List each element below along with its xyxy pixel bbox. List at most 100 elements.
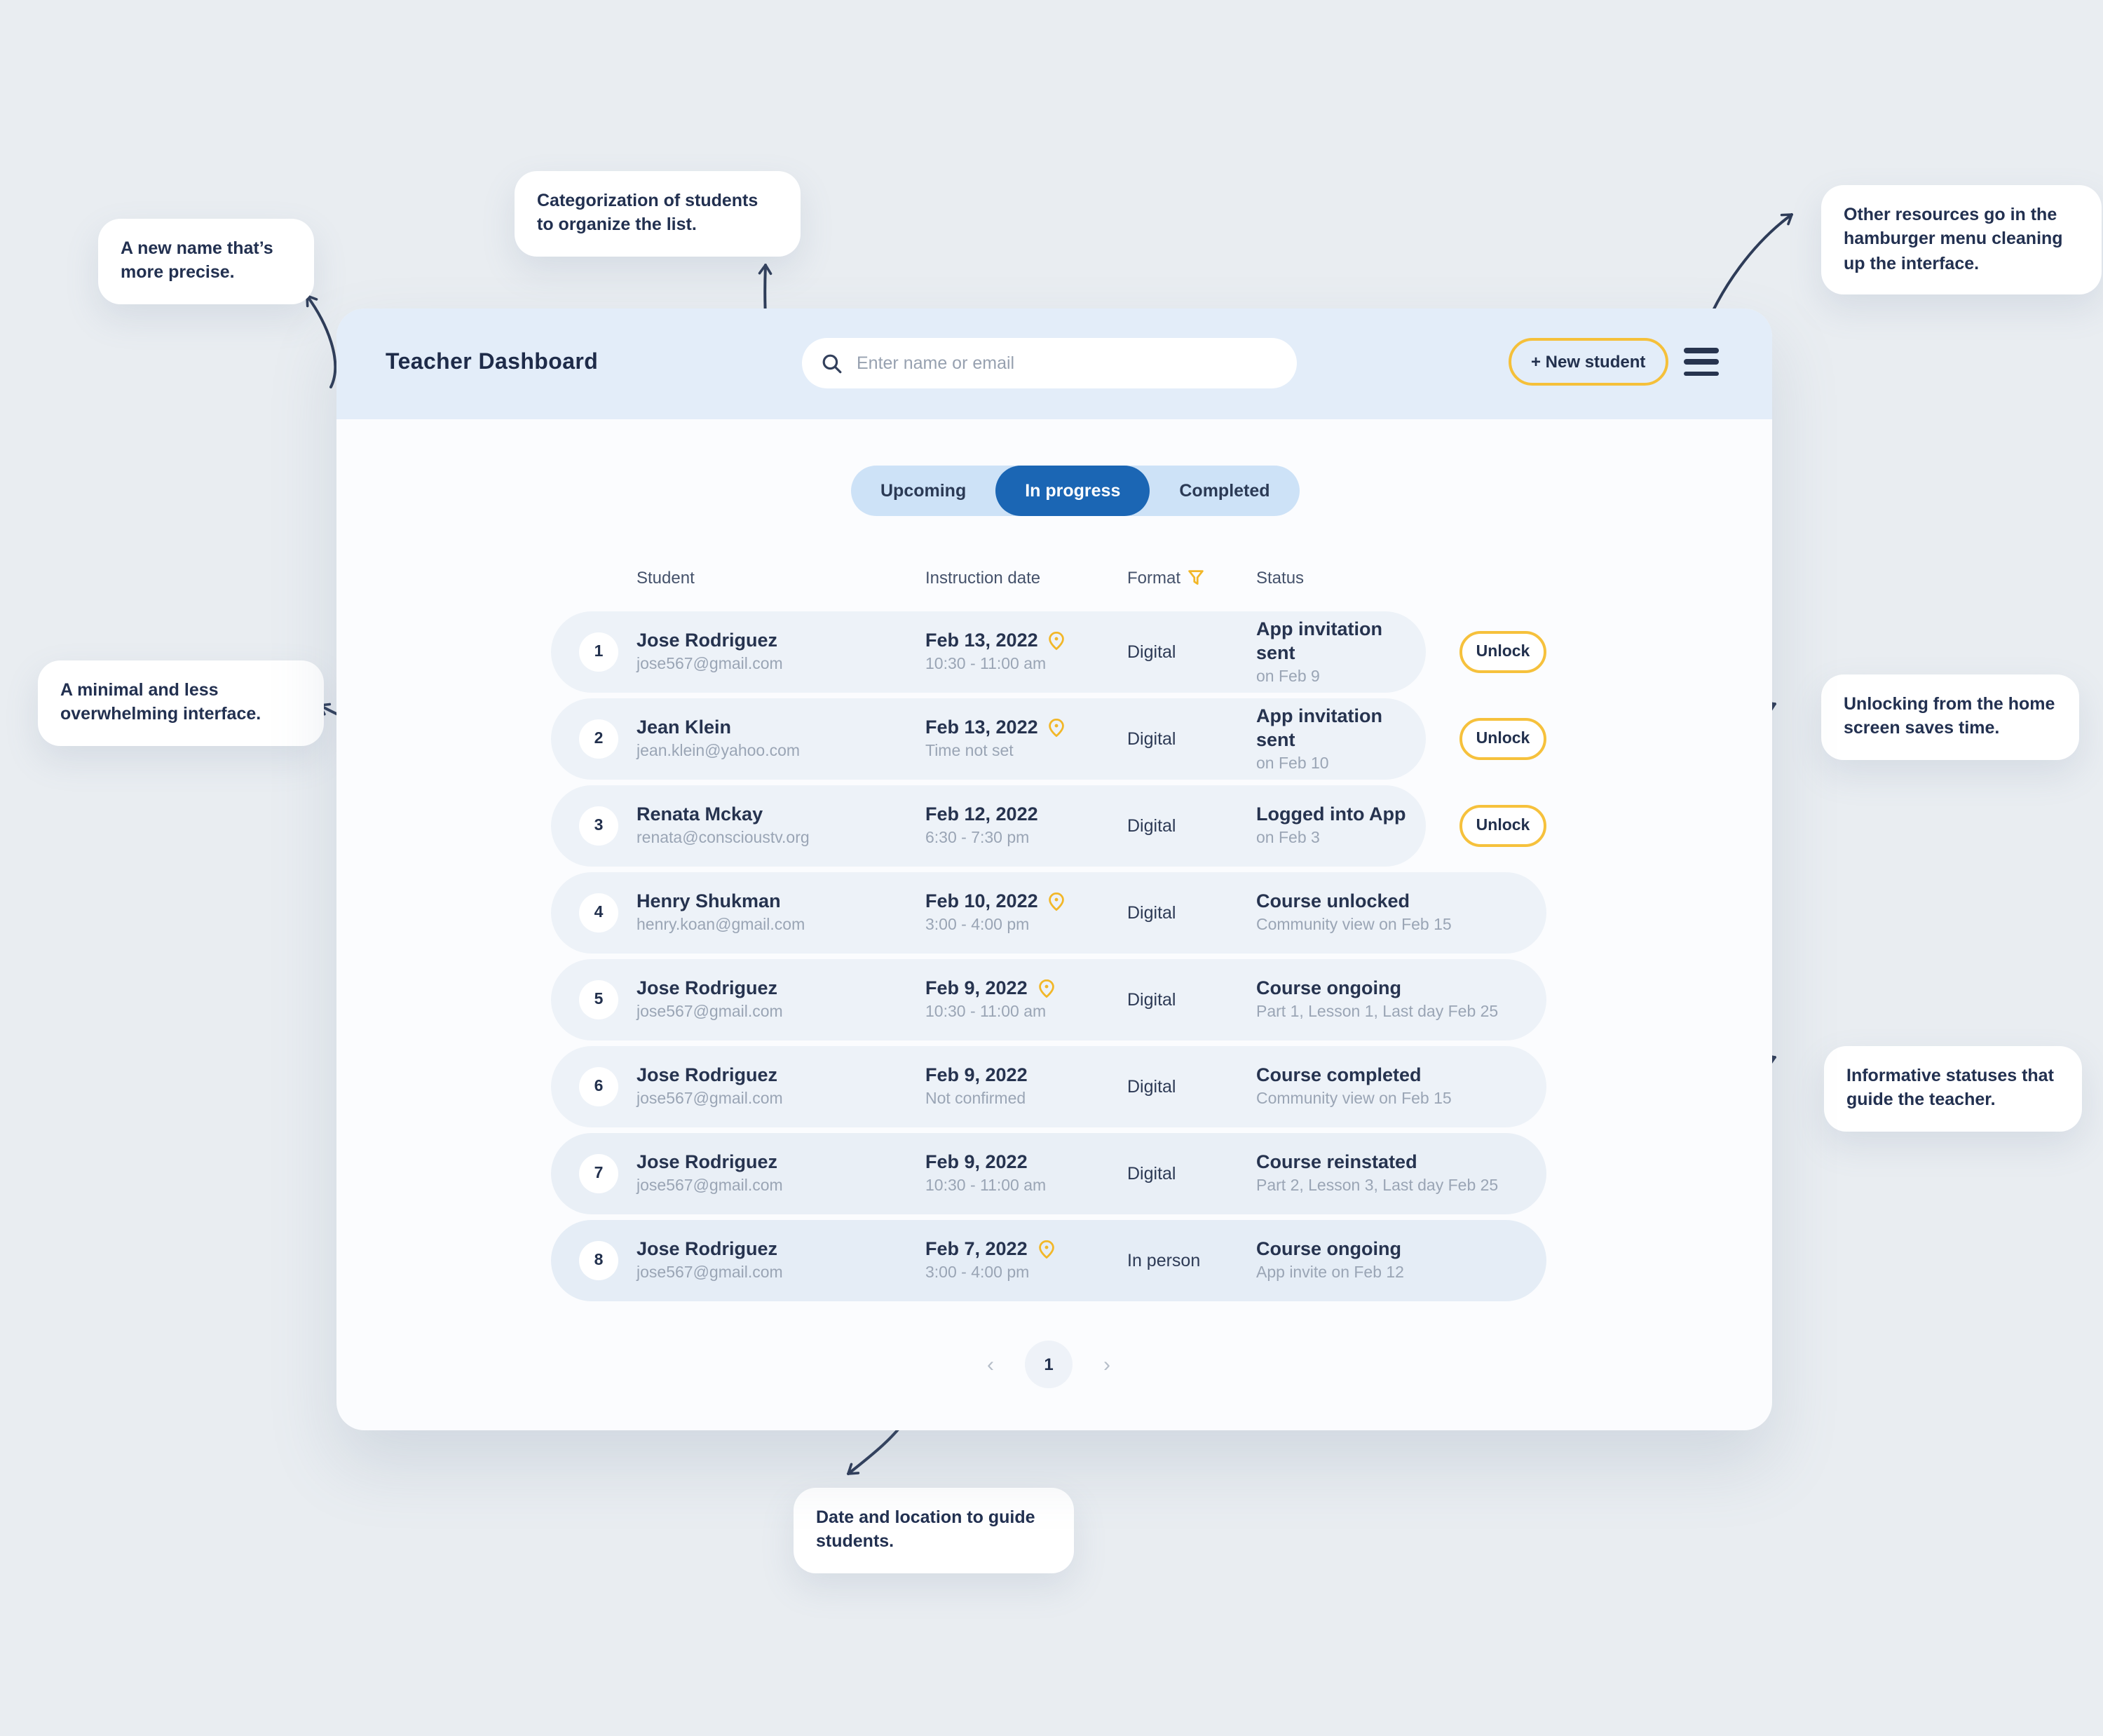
student-email: henry.koan@gmail.com xyxy=(637,917,805,934)
status-title: Course unlocked xyxy=(1256,890,1410,911)
instruction-date: Feb 10, 2022 xyxy=(925,890,1038,911)
unlock-button[interactable]: Unlock xyxy=(1459,631,1546,673)
student-row[interactable]: 2 Jean Klein jean.klein@yahoo.com Feb 13… xyxy=(551,698,1426,780)
format-value: Digital xyxy=(1127,1164,1176,1184)
student-row[interactable]: 5 Jose Rodriguez jose567@gmail.com Feb 9… xyxy=(551,959,1546,1040)
instruction-time: 3:00 - 4:00 pm xyxy=(925,917,1030,934)
student-name: Renata Mckay xyxy=(637,803,763,825)
instruction-date-cell: Feb 9, 2022 10:30 - 11:00 am xyxy=(925,1150,1127,1198)
row-number: 2 xyxy=(594,731,604,747)
format-value: Digital xyxy=(1127,729,1176,749)
student-name: Jose Rodriguez xyxy=(637,1064,778,1085)
format-filter-icon[interactable] xyxy=(1187,569,1204,586)
callout-bubble: Date and location to guide students. xyxy=(794,1488,1074,1573)
search-input[interactable] xyxy=(854,352,1280,374)
table-header-row: Student Instruction date Format Status xyxy=(551,564,1546,592)
unlock-button[interactable]: Unlock xyxy=(1459,718,1546,760)
location-pin-icon xyxy=(1049,630,1065,650)
table-row: 4 Henry Shukman henry.koan@gmail.com Feb… xyxy=(551,872,1546,954)
add-new-student-button[interactable]: + New student xyxy=(1509,338,1668,386)
tab-completed[interactable]: Completed xyxy=(1150,466,1299,516)
table-row: 3 Renata Mckay renata@conscioustv.org Fe… xyxy=(551,785,1546,867)
student-name: Jean Klein xyxy=(637,717,732,738)
row-number-badge: 7 xyxy=(579,1154,618,1193)
table-row: 5 Jose Rodriguez jose567@gmail.com Feb 9… xyxy=(551,959,1546,1040)
student-name: Henry Shukman xyxy=(637,890,781,911)
unlock-button[interactable]: Unlock xyxy=(1459,805,1546,847)
status-tabs: Upcoming In progress Completed xyxy=(851,466,1300,516)
status-detail: Part 2, Lesson 3, Last day Feb 25 xyxy=(1256,1178,1499,1195)
table-row: 1 Jose Rodriguez jose567@gmail.com Feb 1… xyxy=(551,611,1546,693)
hamburger-menu-icon[interactable] xyxy=(1684,348,1719,376)
student-cell: Renata Mckay renata@conscioustv.org xyxy=(637,802,925,850)
student-email: jose567@gmail.com xyxy=(637,1265,783,1282)
callout-bubble: Informative statuses that guide the teac… xyxy=(1824,1046,2082,1131)
column-header-status: Status xyxy=(1256,568,1305,588)
format-value: Digital xyxy=(1127,990,1176,1010)
location-pin-icon xyxy=(1038,978,1054,998)
callout-bubble: Categorization of students to organize t… xyxy=(515,171,801,256)
instruction-date-cell: Feb 9, 2022 10:30 - 11:00 am xyxy=(925,976,1127,1024)
student-cell: Jose Rodriguez jose567@gmail.com xyxy=(637,1063,925,1111)
next-page-button[interactable]: › xyxy=(1098,1352,1116,1376)
instruction-date-cell: Feb 7, 2022 3:00 - 4:00 pm xyxy=(925,1237,1127,1284)
search-field[interactable] xyxy=(802,338,1297,388)
student-cell: Jose Rodriguez jose567@gmail.com xyxy=(637,976,925,1024)
search-icon xyxy=(822,353,842,373)
student-table-body: 1 Jose Rodriguez jose567@gmail.com Feb 1… xyxy=(551,611,1546,1307)
student-name: Jose Rodriguez xyxy=(637,1238,778,1259)
student-row[interactable]: 1 Jose Rodriguez jose567@gmail.com Feb 1… xyxy=(551,611,1426,693)
row-number: 8 xyxy=(594,1252,604,1269)
instruction-date-cell: Feb 10, 2022 3:00 - 4:00 pm xyxy=(925,889,1127,937)
format-value: Digital xyxy=(1127,903,1176,923)
location-pin-icon xyxy=(1049,891,1065,911)
row-number: 7 xyxy=(594,1165,604,1182)
status-cell: App invitation sent on Feb 10 xyxy=(1256,703,1426,775)
previous-page-button[interactable]: ‹ xyxy=(981,1352,1000,1376)
table-row: 7 Jose Rodriguez jose567@gmail.com Feb 9… xyxy=(551,1133,1546,1214)
tab-in-progress[interactable]: In progress xyxy=(995,466,1150,516)
student-cell: Jose Rodriguez jose567@gmail.com xyxy=(637,628,925,676)
instruction-date: Feb 9, 2022 xyxy=(925,1151,1028,1172)
instruction-time: 10:30 - 11:00 am xyxy=(925,1178,1047,1195)
student-row[interactable]: 4 Henry Shukman henry.koan@gmail.com Feb… xyxy=(551,872,1546,954)
status-title: Course ongoing xyxy=(1256,1238,1401,1259)
status-detail: App invite on Feb 12 xyxy=(1256,1265,1404,1282)
row-number: 1 xyxy=(594,644,604,660)
tab-upcoming[interactable]: Upcoming xyxy=(851,466,995,516)
instruction-time: 10:30 - 11:00 am xyxy=(925,1004,1047,1021)
format-value: In person xyxy=(1127,1251,1201,1270)
student-email: jose567@gmail.com xyxy=(637,1004,783,1021)
student-row[interactable]: 6 Jose Rodriguez jose567@gmail.com Feb 9… xyxy=(551,1046,1546,1127)
row-number: 3 xyxy=(594,818,604,834)
current-page-button[interactable]: 1 xyxy=(1025,1341,1073,1388)
arrow-title-to-callout xyxy=(306,294,337,388)
column-header-instruction-date: Instruction date xyxy=(925,568,1041,588)
row-number-badge: 3 xyxy=(579,806,618,846)
status-cell: Course reinstated Part 2, Lesson 3, Last… xyxy=(1256,1150,1546,1198)
table-row: 8 Jose Rodriguez jose567@gmail.com Feb 7… xyxy=(551,1220,1546,1301)
location-pin-icon xyxy=(1038,1239,1054,1259)
instruction-date: Feb 13, 2022 xyxy=(925,717,1038,738)
student-row[interactable]: 3 Renata Mckay renata@conscioustv.org Fe… xyxy=(551,785,1426,867)
row-number: 5 xyxy=(594,991,604,1008)
row-number-badge: 4 xyxy=(579,893,618,933)
student-name: Jose Rodriguez xyxy=(637,1151,778,1172)
student-row[interactable]: 7 Jose Rodriguez jose567@gmail.com Feb 9… xyxy=(551,1133,1546,1214)
student-cell: Jean Klein jean.klein@yahoo.com xyxy=(637,715,925,763)
column-header-student: Student xyxy=(637,568,695,588)
student-row[interactable]: 8 Jose Rodriguez jose567@gmail.com Feb 7… xyxy=(551,1220,1546,1301)
status-detail: on Feb 10 xyxy=(1256,755,1329,772)
instruction-time: 6:30 - 7:30 pm xyxy=(925,830,1030,847)
format-value: Digital xyxy=(1127,642,1176,662)
student-name: Jose Rodriguez xyxy=(637,630,778,651)
instruction-time: Time not set xyxy=(925,743,1014,760)
pagination: ‹ 1 › xyxy=(551,1341,1546,1388)
row-number-badge: 8 xyxy=(579,1241,618,1280)
row-number: 4 xyxy=(594,904,604,921)
callout-bubble: A minimal and less overwhelming interfac… xyxy=(38,660,324,745)
instruction-date: Feb 9, 2022 xyxy=(925,1064,1028,1085)
student-email: jose567@gmail.com xyxy=(637,1091,783,1108)
instruction-time: Not confirmed xyxy=(925,1091,1026,1108)
row-number-badge: 1 xyxy=(579,632,618,672)
